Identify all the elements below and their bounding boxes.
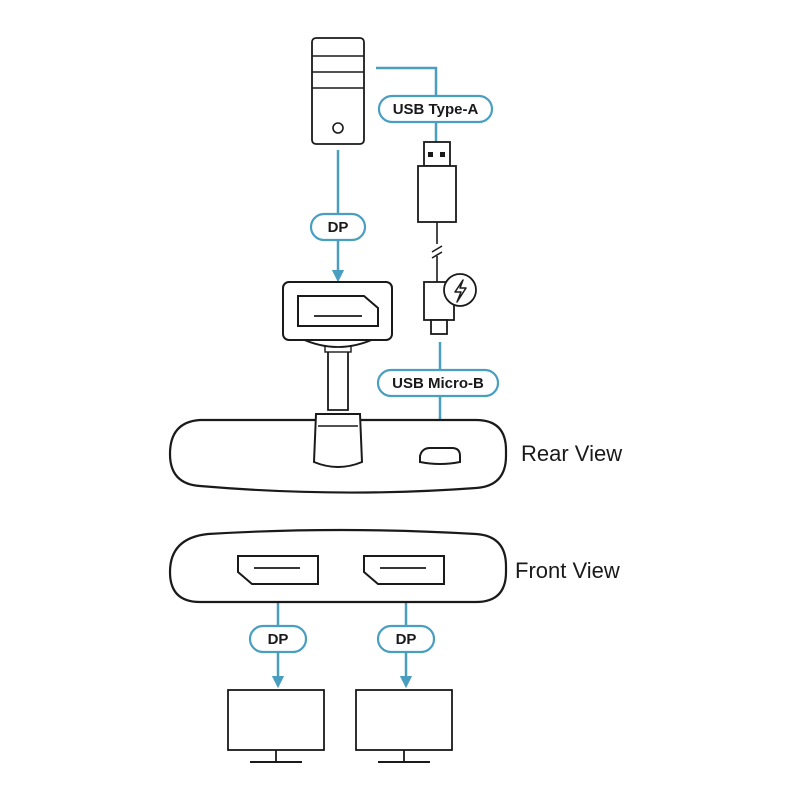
displayport-connector-icon <box>282 281 393 411</box>
monitor-icon <box>355 689 453 763</box>
computer-tower-icon <box>311 37 365 145</box>
usb-micro-b-plug-icon <box>423 281 455 335</box>
dp-output-left-label: DP <box>248 624 308 654</box>
rear-view-label: Rear View <box>521 441 622 466</box>
dp-input-label: DP <box>309 212 367 242</box>
svg-text:USB Micro-B: USB Micro-B <box>392 375 484 392</box>
svg-text:DP: DP <box>268 631 289 648</box>
usb-connection-line <box>376 66 438 142</box>
svg-text:DP: DP <box>328 219 349 236</box>
displayport-port-right <box>363 555 445 585</box>
dp-output-right-label: DP <box>376 624 436 654</box>
displayport-port-left <box>237 555 319 585</box>
svg-text:DP: DP <box>396 631 417 648</box>
front-view-device <box>168 528 508 604</box>
front-view-label: Front View <box>515 558 620 583</box>
usb-a-plug-icon <box>417 141 457 223</box>
monitor-icon <box>227 689 325 763</box>
usb-micro-b-label: USB Micro-B <box>376 368 500 398</box>
usb-type-a-label: USB Type-A <box>377 94 494 124</box>
charging-bolt-icon <box>443 273 477 307</box>
rear-view-device <box>168 413 508 494</box>
svg-text:USB Type-A: USB Type-A <box>393 101 479 118</box>
usb-cable <box>431 222 443 282</box>
